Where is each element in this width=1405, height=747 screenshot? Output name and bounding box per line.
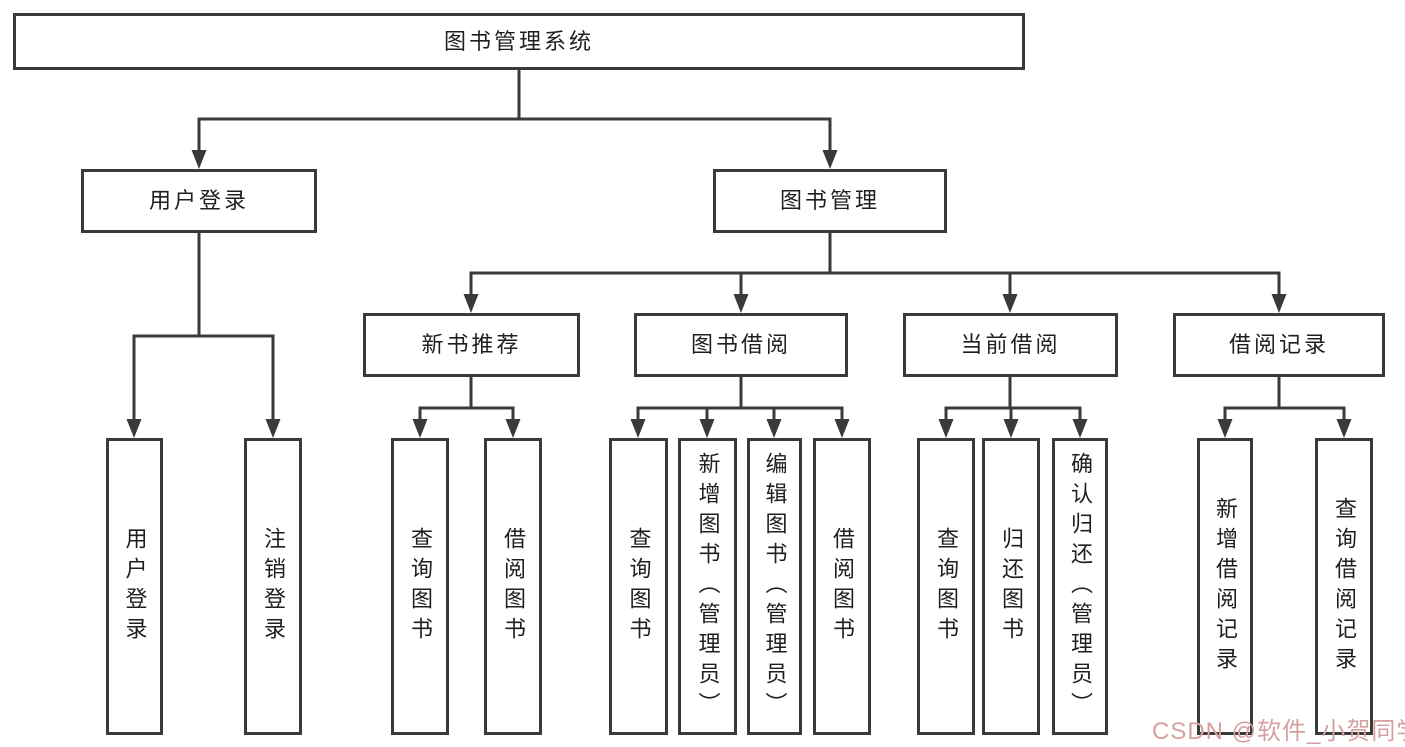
diagram-node-logout-leaf: 注销登录 [244, 438, 302, 735]
diagram-node-query-books-3: 查询图书 [917, 438, 975, 735]
node-label: 查询借阅记录 [1332, 496, 1357, 677]
node-label: 当前借阅 [960, 332, 1061, 357]
node-label: 借阅图书 [501, 526, 526, 647]
arrow-head-icon [1217, 419, 1233, 438]
diagram-node-query-books-1: 查询图书 [391, 438, 449, 735]
arrow-head-icon [766, 419, 782, 438]
arrow-head-icon [630, 419, 646, 438]
diagram-node-user-login: 用户登录 [81, 169, 317, 233]
arrow-head-icon [265, 419, 281, 438]
diagram-node-root: 图书管理系统 [13, 13, 1025, 70]
arrow-head-icon [699, 419, 715, 438]
node-label: 用户登录 [148, 188, 249, 213]
node-label: 查询图书 [934, 526, 959, 647]
arrow-head-icon [1002, 294, 1018, 313]
node-label: 用户登录 [122, 526, 148, 647]
node-label: 归还图书 [999, 526, 1024, 647]
node-label: 图书借阅 [690, 332, 791, 357]
diagram-node-add-borrow-record: 新增借阅记录 [1197, 438, 1253, 735]
node-label: 借阅图书 [830, 526, 855, 647]
node-label: 图书管理系统 [443, 28, 594, 54]
diagram-node-user-login-leaf: 用户登录 [106, 438, 163, 735]
arrow-head-icon [1072, 419, 1088, 438]
diagram-node-add-book-admin: 新增图书（管理员） [678, 438, 737, 735]
diagram-node-return-books: 归还图书 [982, 438, 1040, 735]
arrow-head-icon [938, 419, 954, 438]
arrow-head-icon [1336, 419, 1352, 438]
node-label: 确认归还（管理员） [1068, 451, 1093, 722]
node-label: 查询图书 [408, 526, 433, 647]
diagram-node-borrow-books-1: 借阅图书 [484, 438, 542, 735]
diagram-node-book-management: 图书管理 [713, 169, 947, 233]
arrow-head-icon [191, 150, 207, 169]
node-label: 借阅记录 [1228, 332, 1329, 357]
node-label: 新书推荐 [421, 332, 522, 357]
arrow-head-icon [822, 150, 838, 169]
diagram-node-confirm-return-admin: 确认归还（管理员） [1052, 438, 1108, 735]
arrow-head-icon [1271, 294, 1287, 313]
arrow-head-icon [1003, 419, 1019, 438]
diagram-node-query-books-2: 查询图书 [609, 438, 668, 735]
node-label: 编辑图书（管理员） [762, 451, 788, 722]
arrow-head-icon [834, 419, 850, 438]
diagram-node-new-book-recommend: 新书推荐 [363, 313, 580, 377]
arrow-head-icon [412, 419, 428, 438]
node-label: 注销登录 [261, 526, 286, 647]
diagram-node-book-borrow: 图书借阅 [634, 313, 848, 377]
diagram-node-query-borrow-record: 查询借阅记录 [1315, 438, 1373, 735]
diagram-node-borrow-records: 借阅记录 [1173, 313, 1385, 377]
diagram-node-borrow-books-2: 借阅图书 [813, 438, 871, 735]
arrow-head-icon [126, 419, 142, 438]
arrow-head-icon [505, 419, 521, 438]
node-label: 图书管理 [779, 188, 880, 213]
arrow-head-icon [733, 294, 749, 313]
arrow-head-icon [463, 294, 479, 313]
node-label: 新增借阅记录 [1213, 496, 1238, 677]
csdn-watermark: CSDN @软件_小贺同学 [1152, 718, 1405, 745]
node-label: 查询图书 [626, 526, 652, 647]
node-label: 新增图书（管理员） [695, 451, 721, 722]
diagram-node-current-borrow: 当前借阅 [903, 313, 1118, 377]
diagram-node-edit-book-admin: 编辑图书（管理员） [747, 438, 802, 735]
